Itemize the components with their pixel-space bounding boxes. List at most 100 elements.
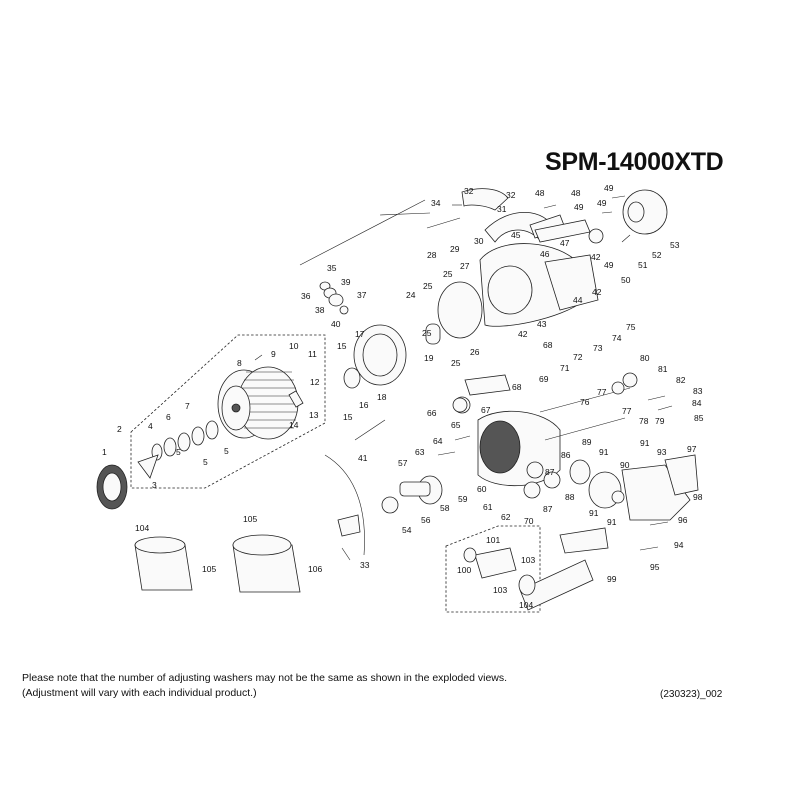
part-label: 78 [639, 416, 649, 426]
part-label: 44 [573, 295, 583, 305]
part-label: 32 [506, 190, 516, 200]
part-label: 43 [537, 319, 547, 329]
pinion-housing [487, 265, 533, 315]
spool-group-outline [130, 334, 326, 489]
oscillation-gear [523, 481, 541, 499]
handle-arm [519, 559, 594, 611]
part-label: 57 [398, 458, 408, 468]
spare-spool-cover-top [134, 536, 186, 554]
part-label: 88 [565, 492, 575, 502]
part-label: 101 [486, 535, 500, 545]
part-label: 1 [102, 447, 107, 457]
part-label: 73 [593, 343, 603, 353]
part-label: 61 [483, 502, 493, 512]
part-label: 48 [571, 188, 581, 198]
part-label: 26 [470, 347, 480, 357]
part-label: 25 [423, 281, 433, 291]
part-label: 31 [497, 204, 507, 214]
part-label: 68 [543, 340, 553, 350]
part-label: 95 [650, 562, 660, 572]
part-label: 47 [560, 238, 570, 248]
part-label: 25 [422, 328, 432, 338]
spool-clicker [288, 390, 304, 408]
gear-washer [611, 490, 625, 504]
part-label: 87 [543, 504, 553, 514]
pinion-shaft [399, 481, 431, 497]
part-label: 5 [176, 447, 181, 457]
part-label: 63 [415, 447, 425, 457]
part-label: 40 [331, 319, 341, 329]
part-label: 54 [402, 525, 412, 535]
part-label: 104 [519, 600, 533, 610]
part-label: 30 [474, 236, 484, 246]
part-label: 70 [524, 516, 534, 526]
part-label: 74 [612, 333, 622, 343]
gear-bearing [569, 459, 591, 485]
screw-marks [254, 195, 673, 561]
drag-washer [191, 426, 205, 446]
part-label: 5 [224, 446, 229, 456]
bail-wire [379, 212, 431, 216]
part-label: 39 [341, 277, 351, 287]
part-label: 6 [166, 412, 171, 422]
oscillation-gear [526, 461, 544, 479]
part-label: 60 [477, 484, 487, 494]
part-label: 42 [518, 329, 528, 339]
pinion-bearing [381, 496, 399, 514]
bail-wire-arc [324, 454, 365, 556]
part-label: 9 [271, 349, 276, 359]
part-label: 5 [203, 457, 208, 467]
part-label: 66 [427, 408, 437, 418]
part-label: 34 [431, 198, 441, 208]
line-roller-arm [461, 188, 509, 211]
part-label: 25 [443, 269, 453, 279]
part-label: 106 [308, 564, 322, 574]
part-label: 16 [359, 400, 369, 410]
part-label: 75 [626, 322, 636, 332]
part-label: 87 [545, 467, 555, 477]
part-label: 18 [377, 392, 387, 402]
part-label: 37 [357, 290, 367, 300]
part-label: 49 [604, 183, 614, 193]
handle-knob [474, 547, 517, 579]
part-label: 96 [678, 515, 688, 525]
part-label: 49 [597, 198, 607, 208]
line-roller-part [328, 293, 344, 307]
part-label: 32 [464, 186, 474, 196]
bail-pointer [354, 419, 386, 441]
part-label: 85 [694, 413, 704, 423]
part-label: 91 [599, 447, 609, 457]
part-label: 103 [521, 555, 535, 565]
part-label: 27 [460, 261, 470, 271]
part-label: 100 [457, 565, 471, 575]
adjustment-note: (Adjustment will vary with each individu… [22, 687, 257, 699]
part-label: 7 [185, 401, 190, 411]
drag-key [137, 454, 159, 479]
stem [464, 374, 511, 396]
part-label: 28 [427, 250, 437, 260]
part-label: 56 [421, 515, 431, 525]
part-label: 3 [152, 480, 157, 490]
part-label: 77 [597, 387, 607, 397]
part-label: 25 [451, 358, 461, 368]
part-label: 59 [458, 494, 468, 504]
part-label: 41 [358, 453, 368, 463]
washer-note: Please note that the number of adjusting… [22, 672, 508, 684]
part-label: 99 [607, 574, 617, 584]
part-label: 103 [493, 585, 507, 595]
part-label: 53 [670, 240, 680, 250]
rotor-cup [437, 281, 483, 339]
part-label: 38 [315, 305, 325, 315]
one-way-clutch [622, 189, 668, 235]
part-label: 65 [451, 420, 461, 430]
part-label: 8 [237, 358, 242, 368]
seal-ring [452, 397, 468, 413]
part-label: 15 [337, 341, 347, 351]
part-label: 91 [589, 508, 599, 518]
spool-line-grooves [241, 371, 297, 429]
part-label: 98 [693, 492, 703, 502]
handle-group-outline [445, 525, 541, 613]
rotor-ring [425, 323, 441, 345]
model-title: SPM-14000XTD [545, 148, 724, 176]
